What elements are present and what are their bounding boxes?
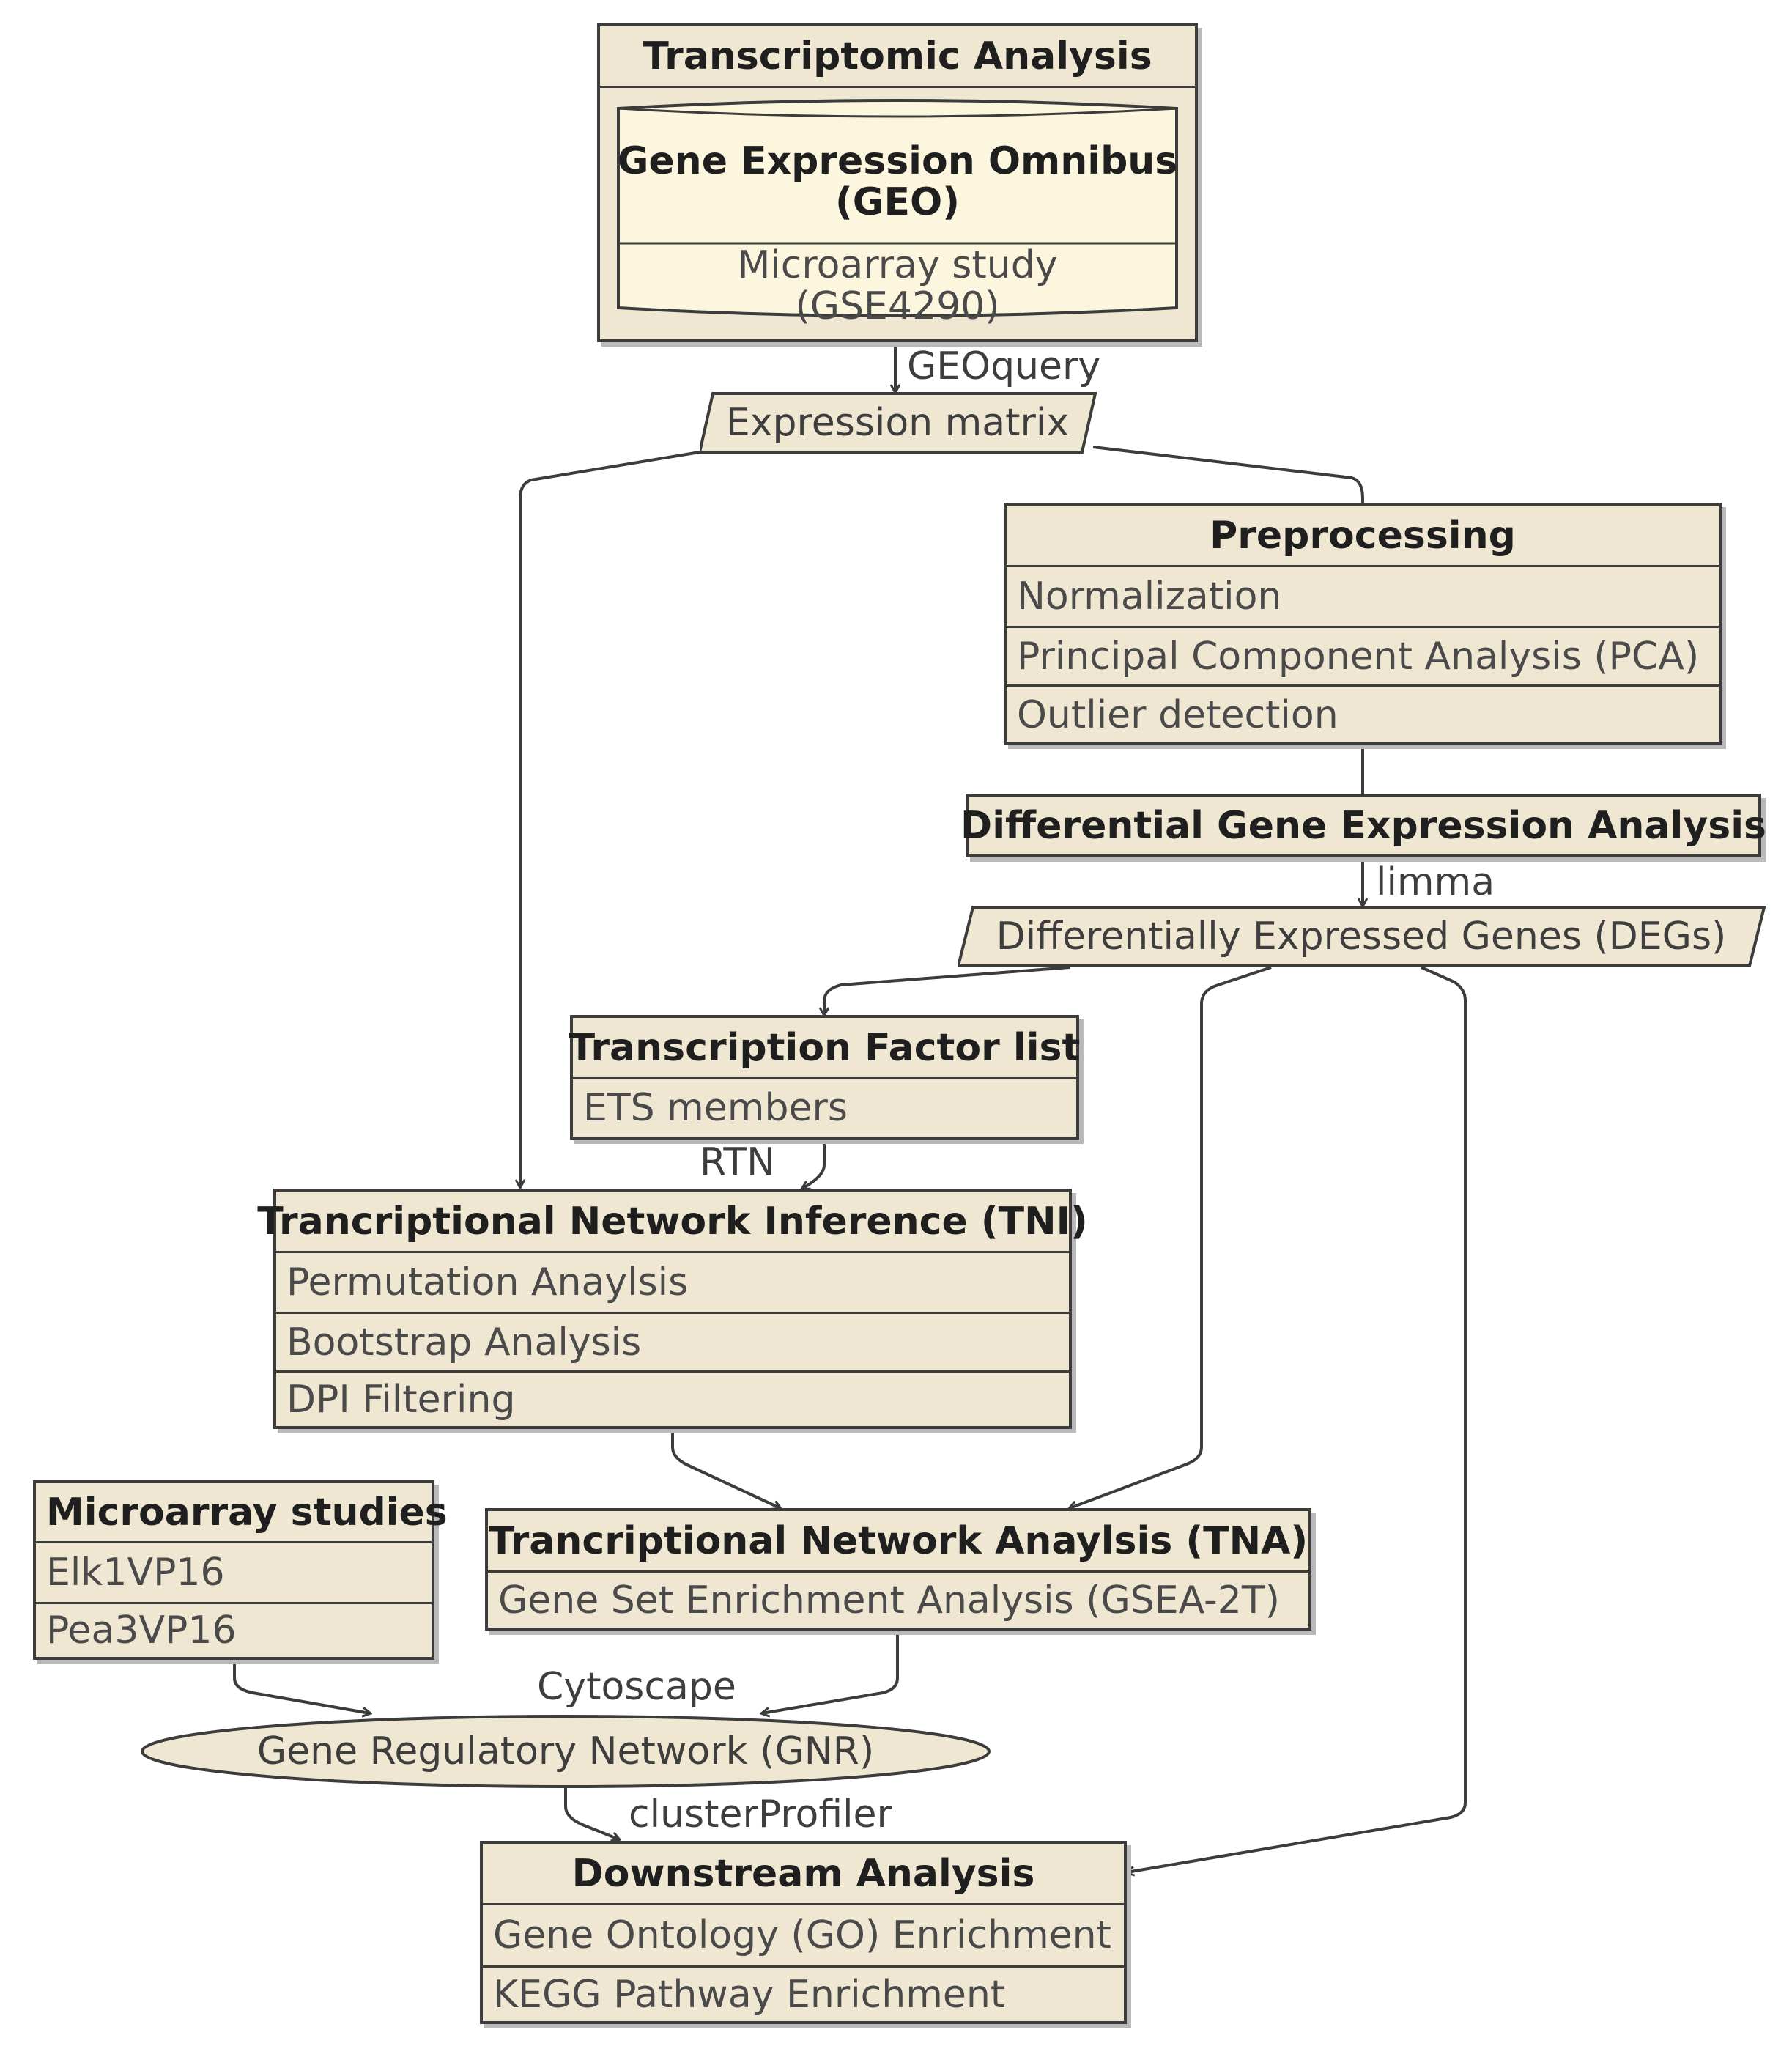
microarray-studies-title: Microarray studies <box>36 1483 448 1543</box>
edge-tflist-to-tni <box>802 1140 826 1189</box>
geo-database-icon <box>617 99 1178 317</box>
tna-box: Trancriptional Network Anaylsis (TNA) Ge… <box>485 1508 1311 1631</box>
preprocessing-item-outlier: Outlier detection <box>1007 684 1719 743</box>
tni-item-dpi: DPI Filtering <box>276 1370 1069 1426</box>
microarray-studies-box: Microarray studies Elk1VP16 Pea3VP16 <box>33 1480 448 1660</box>
edge-tni-to-tna <box>671 1429 780 1508</box>
downstream-item-kegg: KEGG Pathway Enrichment <box>483 1965 1124 2021</box>
edge-microarray-to-gnr <box>233 1660 370 1713</box>
degs: Differentially Expressed Genes (DEGs) <box>996 915 1727 959</box>
tna-title: Trancriptional Network Anaylsis (TNA) <box>488 1511 1308 1573</box>
edge-degs-to-tflist <box>824 966 1070 1015</box>
edge-label-geoquery: GEOquery <box>907 344 1101 388</box>
downstream-box: Downstream Analysis Gene Ontology (GO) E… <box>480 1841 1127 2024</box>
gnr-shape <box>141 1715 991 1788</box>
geo-study-line1: Microarray study <box>737 243 1058 287</box>
edge-degs-to-tna <box>1070 966 1272 1508</box>
tf-list-box: Transcription Factor list ETS members <box>569 1015 1080 1140</box>
edge-matrix-to-tni <box>520 451 700 1187</box>
transcriptomic-analysis-box: Transcriptomic Analysis Gene Expression … <box>597 23 1198 342</box>
tf-list-item-ets: ETS members <box>583 1086 848 1130</box>
downstream-item-go: Gene Ontology (GO) Enrichment <box>493 1913 1111 1957</box>
microarray-item-pea3vp16: Pea3VP16 <box>36 1602 432 1657</box>
tni-box: Trancriptional Network Inference (TNI) P… <box>257 1189 1088 1429</box>
gnr: Gene Regulatory Network (GNR) <box>256 1729 875 1773</box>
preprocessing-box: Preprocessing Normalization Principal Co… <box>1004 503 1722 745</box>
edge-label-cytoscape: Cytoscape <box>537 1665 736 1709</box>
degs-shape <box>958 906 1766 967</box>
tni-item-permutation: Permutation Anaylsis <box>286 1260 689 1304</box>
tni-item-bootstrap: Bootstrap Analysis <box>276 1312 1069 1370</box>
geo-title-line2: (GEO) <box>835 180 960 224</box>
edge-tna-to-gnr <box>762 1631 899 1713</box>
geo-title-line1: Gene Expression Omnibus <box>617 139 1178 183</box>
tni-title: Trancriptional Network Inference (TNI) <box>257 1192 1088 1253</box>
edge-label-clusterprofiler: clusterProfiler <box>629 1792 892 1836</box>
expression-matrix: Expression matrix <box>725 401 1070 445</box>
transcriptomic-analysis-title: Transcriptomic Analysis <box>600 26 1195 88</box>
preprocessing-title: Preprocessing <box>1007 506 1719 567</box>
downstream-title: Downstream Analysis <box>483 1844 1124 1905</box>
tna-item-gsea: Gene Set Enrichment Analysis (GSEA-2T) <box>498 1578 1280 1622</box>
expression-matrix-shape <box>700 392 1097 454</box>
geo-database: Gene Expression Omnibus (GEO) Microarray… <box>600 128 1195 328</box>
preprocessing-item-pca: Principal Component Analysis (PCA) <box>1007 626 1719 684</box>
edge-matrix-to-preprocessing <box>1092 446 1364 503</box>
edge-degs-to-downstream <box>1127 966 1467 1872</box>
dgea-title: Differential Gene Expression Analysis <box>960 803 1766 848</box>
microarray-item-elk1vp16: Elk1VP16 <box>46 1551 225 1595</box>
preprocessing-item-normalization: Normalization <box>1017 575 1282 618</box>
dgea-box: Differential Gene Expression Analysis <box>960 794 1766 857</box>
tf-list-title: Transcription Factor list <box>569 1018 1080 1079</box>
edge-label-limma: limma <box>1376 860 1495 904</box>
edge-gnr-to-downstream <box>564 1784 619 1839</box>
geo-study-line2: (GSE4290) <box>795 284 1000 328</box>
edge-label-rtn: RTN <box>700 1140 776 1184</box>
